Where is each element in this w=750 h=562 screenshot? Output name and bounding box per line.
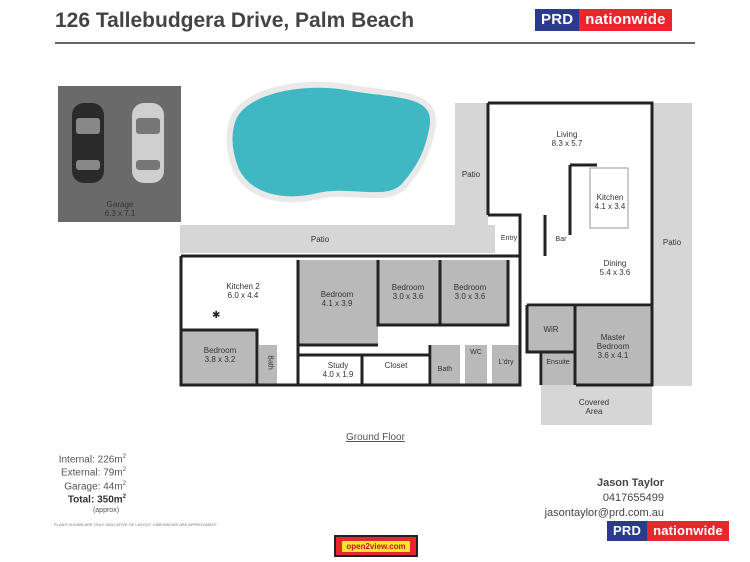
ldry-label: L'dry [498, 359, 514, 366]
ldry-fill [492, 345, 520, 385]
footer-prd-logo: PRD nationwide [607, 521, 729, 541]
bath-fill [432, 345, 460, 385]
agent-name: Jason Taylor [596, 477, 664, 489]
page-title: 126 Tallebudgera Drive, Palm Beach [55, 9, 415, 32]
car-right-icon [132, 103, 164, 183]
master-fill [575, 307, 652, 385]
stove-icon: ✱ [212, 310, 220, 321]
ensuite-fill [543, 352, 576, 385]
bedroom-d-fill [181, 330, 257, 385]
car-left-icon [72, 103, 104, 183]
prd-logo: PRD nationwide [535, 9, 672, 31]
agent-phone: 0417655499 [602, 492, 664, 504]
title-divider [55, 42, 695, 44]
bar-label: Bar [555, 236, 567, 243]
bath-label: Bath [437, 366, 453, 373]
area-internal: Internal: 226m2 [58, 454, 126, 466]
wc-label: WC [470, 349, 482, 356]
area-approx-note: (approx) [92, 507, 120, 515]
agent-email[interactable]: jasontaylor@prd.com.au [544, 507, 664, 519]
bath-small-label: Bath [266, 355, 274, 370]
closet-label: Closet [384, 361, 408, 370]
covered-area-label: Covered Area [578, 398, 610, 416]
bedroom-b-fill [378, 260, 440, 325]
area-summary: Internal: 226m2 External: 79m2 Garage: 4… [40, 452, 126, 516]
wir-fill [527, 307, 575, 352]
bedroom-c-fill [440, 260, 507, 325]
wc-fill [465, 345, 487, 385]
patio-label-mid: Patio [310, 235, 330, 244]
open2view-badge[interactable]: open2view.com [334, 535, 418, 557]
patio-area-top [180, 225, 495, 253]
patio-label-left: Patio [461, 170, 481, 179]
area-total: Total: 350m2 [67, 493, 126, 506]
agent-contact: Jason Taylor 0417655499 jasontaylor@prd.… [545, 477, 664, 519]
open2view-text: open2view.com [342, 540, 410, 552]
logo-nationwide-text: nationwide [579, 9, 672, 31]
covered-area [541, 385, 652, 425]
disclaimer: PLANS SHOWN ARE ONLY INDICATIVE OF LAYOU… [54, 522, 217, 527]
pool-icon [226, 81, 437, 203]
patio-area-left [455, 103, 488, 228]
patio-label-right: Patio [662, 238, 682, 247]
footer-logo-prd-text: PRD [607, 521, 648, 541]
wir-label: WiR [543, 325, 559, 334]
bedroom-a-fill [298, 260, 378, 345]
floor-label: Ground Floor [346, 432, 405, 443]
area-garage: Garage: 44m2 [64, 480, 126, 492]
ensuite-label: Ensuite [546, 359, 570, 366]
kitchen-counter [589, 167, 629, 229]
bath-small-fill [259, 345, 277, 385]
area-external: External: 79m2 [60, 467, 126, 479]
walls [179, 101, 654, 387]
patio-area-right [652, 103, 692, 386]
footer-logo-nationwide-text: nationwide [647, 521, 729, 541]
logo-prd-text: PRD [535, 9, 580, 31]
entry-label: Entry [500, 235, 518, 242]
